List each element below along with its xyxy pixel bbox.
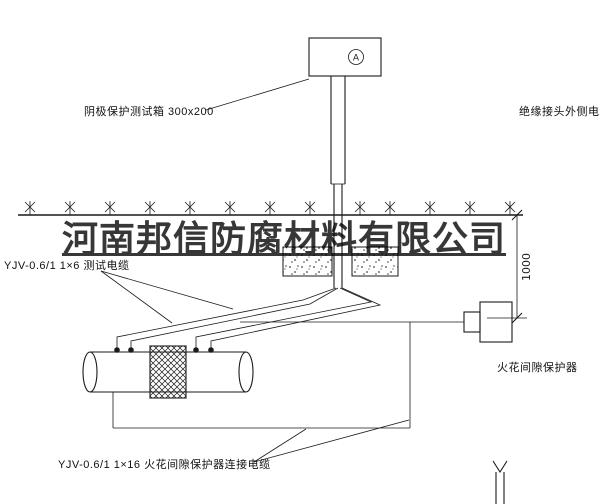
insulated-joint-cable-label: 绝缘接头外侧电缆 (519, 106, 600, 118)
leader-lines (100, 78, 410, 463)
dimension-text: 1000 (520, 253, 533, 281)
insulated-joint (149, 345, 187, 399)
spark-gap-protector (112, 301, 513, 429)
ammeter-letter: A (353, 54, 360, 64)
spark-gap-label: 火花间隙保护器 (497, 362, 578, 374)
cable-lug (128, 347, 134, 353)
ground-line (18, 200, 523, 216)
concrete-blocks (282, 246, 399, 277)
cable-lug (114, 347, 120, 353)
ammeter-circle-icon (348, 49, 364, 65)
cable-lug (193, 347, 199, 353)
ground-rod-symbol (492, 460, 508, 504)
depth-dimension: 1000 (487, 209, 533, 324)
cable-lug (208, 347, 214, 353)
test-cable-label: YJV-0.6/1 1×6 测试电缆 (4, 260, 130, 272)
test-box: A (308, 37, 382, 77)
spark-gap-cable-label: YJV-0.6/1 1×16 火花间隙保护器连接电缆 (58, 459, 271, 471)
riser-conduit (330, 76, 346, 288)
pipeline (82, 345, 254, 399)
test-box-label: 阴极保护测试箱 300x200 (84, 106, 214, 118)
test-cables (116, 287, 382, 350)
